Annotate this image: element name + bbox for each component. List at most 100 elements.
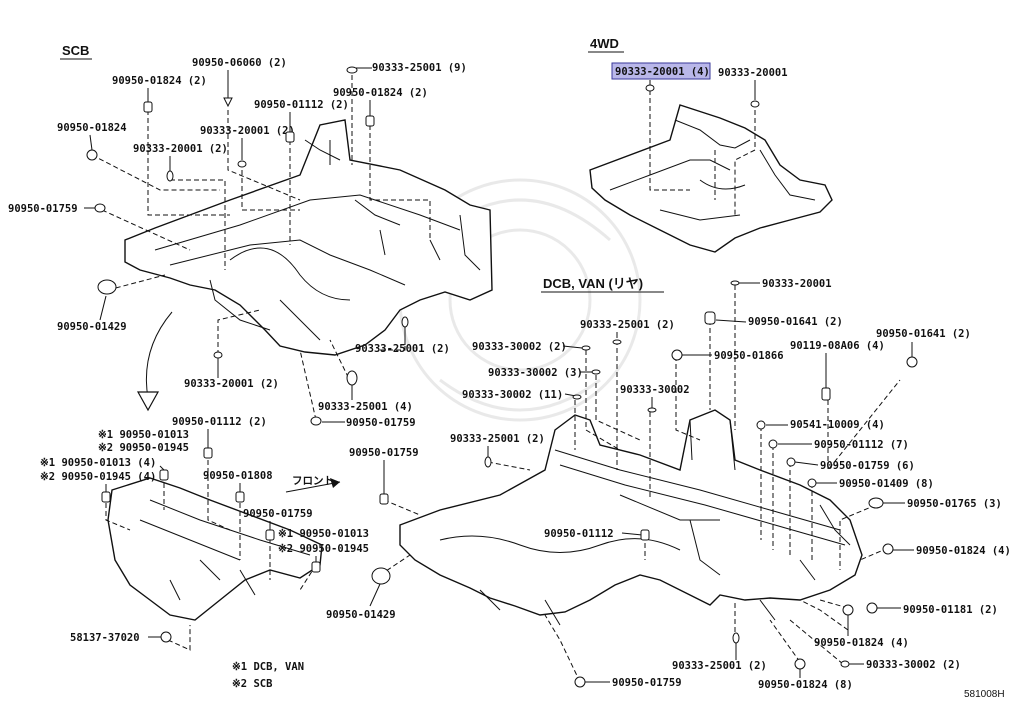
grommet-icon: [807, 478, 817, 488]
grommet-icon: [86, 149, 98, 161]
part-label-90950-01013-note1b: ※1 90950-01013 (4): [40, 457, 156, 469]
plug-icon: [581, 345, 591, 351]
part-label-90950-01824: 90950-01824: [57, 122, 127, 134]
dcb-van-floor-drawing: [399, 409, 863, 626]
grommet-icon: [285, 131, 295, 143]
grommet-large-icon: [97, 279, 117, 295]
plug-icon: [840, 660, 850, 668]
part-label-90950-01945-note2c: ※2 90950-01945: [278, 543, 369, 555]
plug-icon: [166, 170, 174, 182]
part-label-90119-08A06: 90119-08A06 (4): [790, 340, 885, 352]
part-label-90950-01824-4a: 90950-01824 (4): [916, 545, 1011, 557]
front-direction-arrow: [285, 481, 341, 493]
part-label-58137-37020: 58137-37020: [70, 632, 140, 644]
front-direction-arrowhead: [330, 478, 340, 488]
highlighted-part-box[interactable]: [611, 62, 711, 80]
plug-icon: [591, 369, 601, 375]
part-label-90950-01824-2b: 90950-01824 (2): [333, 87, 428, 99]
part-label-90950-01765: 90950-01765 (3): [907, 498, 1002, 510]
part-label-90333-25001-2d: 90333-25001 (2): [672, 660, 767, 672]
part-label-90950-01759-d: 90950-01759: [612, 677, 682, 689]
part-label-90950-01759-e: 90950-01759: [243, 508, 313, 520]
grommet-icon: [704, 311, 716, 325]
plug-icon: [401, 316, 409, 328]
4wd-floor-panel-drawing: [589, 104, 833, 253]
part-label-90950-01112: 90950-01112: [544, 528, 614, 540]
part-label-90950-01945-note2a: ※2 90950-01945: [98, 442, 189, 454]
grommet-icon: [365, 115, 375, 127]
grommet-large-icon: [868, 497, 884, 509]
part-label-90333-30002-2a: 90333-30002 (2): [472, 341, 567, 353]
part-label-90950-01808: 90950-01808: [203, 470, 273, 482]
front-direction-label: フロント: [292, 475, 334, 487]
leader-90950-01824: [89, 134, 93, 151]
grommet-icon: [160, 631, 172, 643]
part-label-90333-20001-4-highlighted[interactable]: 90333-20001 (4): [615, 66, 710, 78]
detail-pointer-arrow: [145, 311, 173, 399]
leader-90950-01641-2a: [715, 319, 747, 323]
plug-icon: [213, 351, 223, 359]
part-label-90950-06060: 90950-06060 (2): [192, 57, 287, 69]
grommet-icon: [906, 356, 918, 368]
leader-90333-30002-2a: [562, 345, 583, 349]
grommet-icon: [756, 420, 766, 430]
detail-pointer-arrowhead: [136, 391, 160, 412]
part-label-90333-30002-2b: 90333-30002 (2): [866, 659, 961, 671]
plug-icon: [612, 339, 622, 345]
part-label-90950-01759-b: 90950-01759: [346, 417, 416, 429]
part-label-90333-25001-2b: 90333-25001 (2): [580, 319, 675, 331]
grommet-icon: [640, 529, 650, 541]
part-label-90950-01641-2a: 90950-01641 (2): [748, 316, 843, 328]
plug-icon: [645, 84, 655, 92]
part-label-90950-01866: 90950-01866: [714, 350, 784, 362]
plug-icon: [647, 407, 657, 413]
legend-note-1: ※1 DCB, VAN: [232, 661, 304, 673]
part-label-90541-10009: 90541-10009 (4): [790, 419, 885, 431]
part-label-90333-20001-2b: 90333-20001 (2): [133, 143, 228, 155]
part-label-90333-30002-3: 90333-30002 (3): [488, 367, 583, 379]
grommet-icon: [768, 439, 778, 449]
plug-icon: [346, 66, 358, 74]
part-label-90950-01013-note1a: ※1 90950-01013: [98, 429, 189, 441]
part-label-90333-25001-4: 90333-25001 (4): [318, 401, 413, 413]
grommet-icon: [866, 602, 878, 614]
section-title-4wd: 4WD: [590, 36, 619, 51]
grommet-icon: [101, 491, 111, 503]
leader-90950-01013-note1b: [159, 465, 165, 471]
part-label-90333-25001-2c: 90333-25001 (2): [450, 433, 545, 445]
plug-icon: [572, 394, 582, 400]
grommet-icon: [159, 469, 169, 481]
leader-90950-01112: [621, 532, 643, 536]
part-label-90950-01013-note1c: ※1 90950-01013: [278, 528, 369, 540]
grommet-icon: [143, 101, 153, 113]
plug-icon: [346, 370, 358, 386]
plug-icon: [484, 456, 492, 468]
leader-90950-01429-b: [369, 583, 381, 607]
part-label-90950-01945-note2b: ※2 90950-01945 (4): [40, 471, 156, 483]
grommet-icon: [265, 529, 275, 541]
grommet-large-icon: [371, 567, 391, 585]
part-label-90950-01824-4b: 90950-01824 (4): [814, 637, 909, 649]
grommet-icon: [379, 493, 389, 505]
clip-icon: [310, 416, 322, 426]
part-label-90950-01759-a: 90950-01759: [8, 203, 78, 215]
part-label-90333-25001-2a: 90333-25001 (2): [355, 343, 450, 355]
part-label-90333-25001-9: 90333-25001 (9): [372, 62, 467, 74]
part-label-90950-01641-2b: 90950-01641 (2): [876, 328, 971, 340]
grommet-icon: [203, 447, 213, 459]
plug-icon: [237, 160, 247, 168]
part-label-90333-30002-11: 90333-30002 (11): [462, 389, 563, 401]
plug-icon: [750, 100, 760, 108]
section-title-dcb-van: DCB, VAN (リヤ): [543, 276, 643, 291]
part-label-90950-01429-b: 90950-01429: [326, 609, 396, 621]
part-label-90333-30002: 90333-30002: [620, 384, 690, 396]
grommet-icon: [882, 543, 894, 555]
clip-icon: [94, 203, 106, 213]
part-label-90950-01759-c: 90950-01759: [349, 447, 419, 459]
part-label-90333-20001-4wd: 90333-20001: [718, 67, 788, 79]
part-label-90950-01112-2b: 90950-01112 (2): [172, 416, 267, 428]
figure-code: 581008H: [964, 689, 1005, 700]
part-label-90333-20001-2c: 90333-20001 (2): [184, 378, 279, 390]
grommet-icon: [786, 457, 796, 467]
grommet-icon: [574, 676, 586, 688]
